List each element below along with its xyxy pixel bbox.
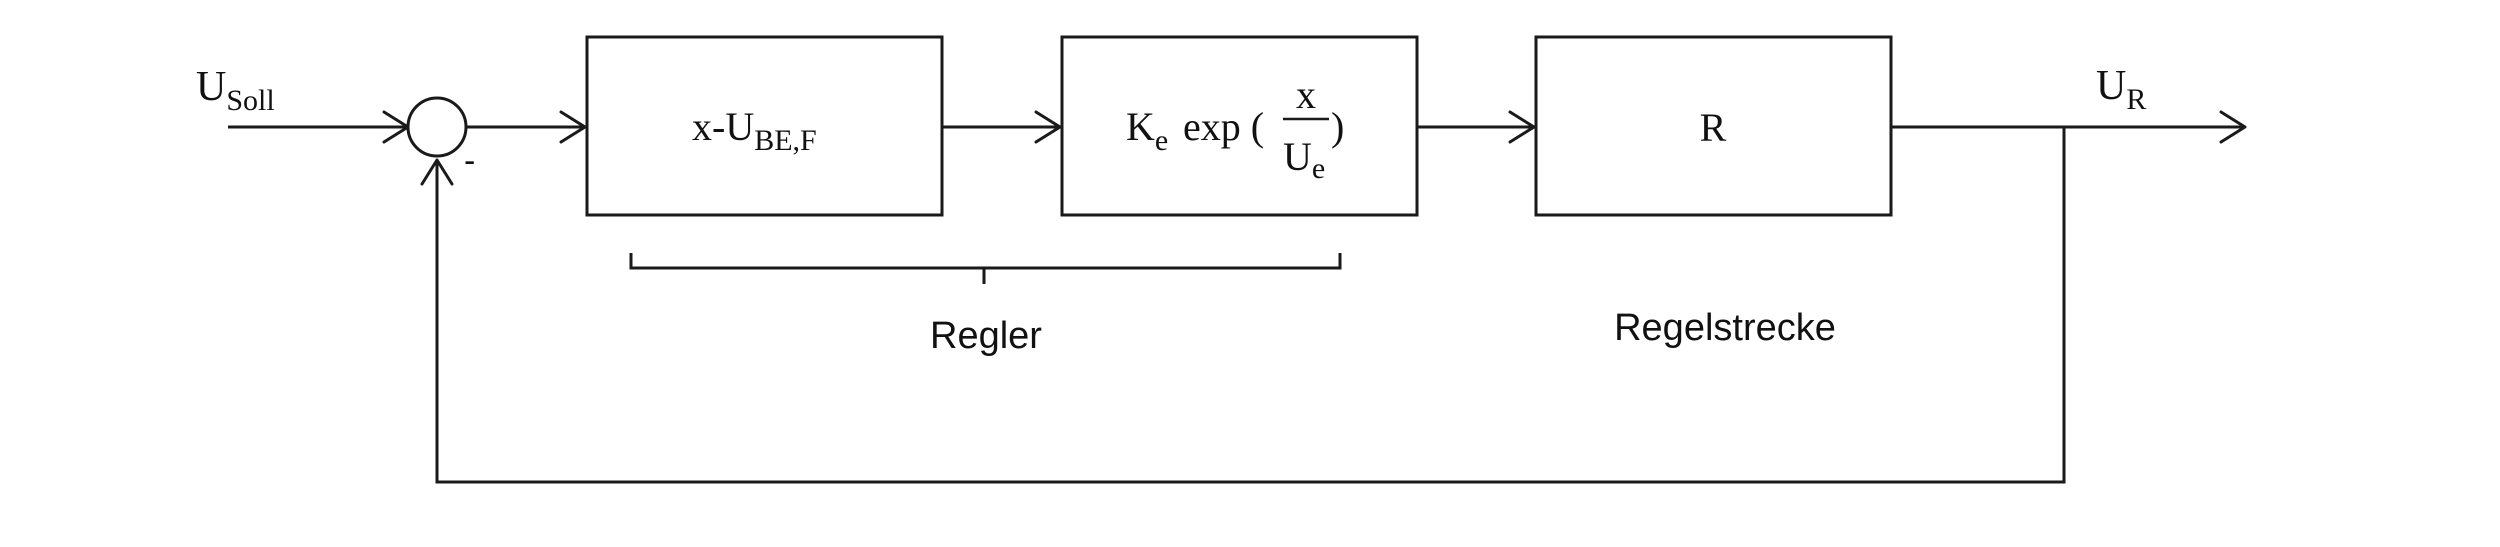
summing-junction bbox=[406, 96, 468, 158]
block2-denominator-subscript: e bbox=[1312, 152, 1325, 185]
block1-to-block2-arrowhead bbox=[1034, 110, 1062, 144]
junction-to-block1-arrowhead bbox=[559, 110, 587, 144]
input-signal-main: U bbox=[196, 64, 226, 110]
block-exponential bbox=[1060, 35, 1419, 217]
block1-main: x-U bbox=[692, 104, 754, 149]
output-signal-main: U bbox=[2096, 63, 2126, 109]
input-signal-label: USoll bbox=[196, 64, 275, 117]
feedback-path bbox=[435, 127, 2066, 484]
block2-close-paren: ) bbox=[1331, 104, 1344, 149]
block1-label: x-UBE,F bbox=[692, 104, 817, 157]
regelstrecke-label: Regelstrecke bbox=[1614, 307, 1836, 349]
block2-denominator-main: U bbox=[1283, 134, 1312, 179]
feedback-arrowhead bbox=[420, 158, 454, 186]
block2-to-block3-arrowhead bbox=[1508, 110, 1536, 144]
block1-subscript: BE,F bbox=[754, 124, 817, 157]
block2-exp-label: exp ( bbox=[1183, 104, 1264, 149]
feedback-minus-sign: - bbox=[464, 142, 475, 180]
regler-label: Regler bbox=[930, 315, 1042, 357]
output-signal-subscript: R bbox=[2126, 83, 2146, 116]
output-arrowhead bbox=[2219, 110, 2247, 144]
input-signal-subscript: Soll bbox=[226, 84, 274, 117]
block2-gain-subscript: e bbox=[1155, 124, 1168, 157]
block2-gain-label: Ke bbox=[1126, 104, 1168, 157]
regler-brace bbox=[629, 253, 1342, 284]
block2-fraction-numerator: x bbox=[1296, 72, 1316, 117]
block2-fraction-denominator: Ue bbox=[1283, 134, 1325, 185]
block2-gain-main: K bbox=[1126, 104, 1155, 149]
block3-label: R bbox=[1700, 105, 1727, 150]
block-x-minus-ube bbox=[585, 35, 944, 217]
output-signal-label: UR bbox=[2096, 63, 2146, 116]
